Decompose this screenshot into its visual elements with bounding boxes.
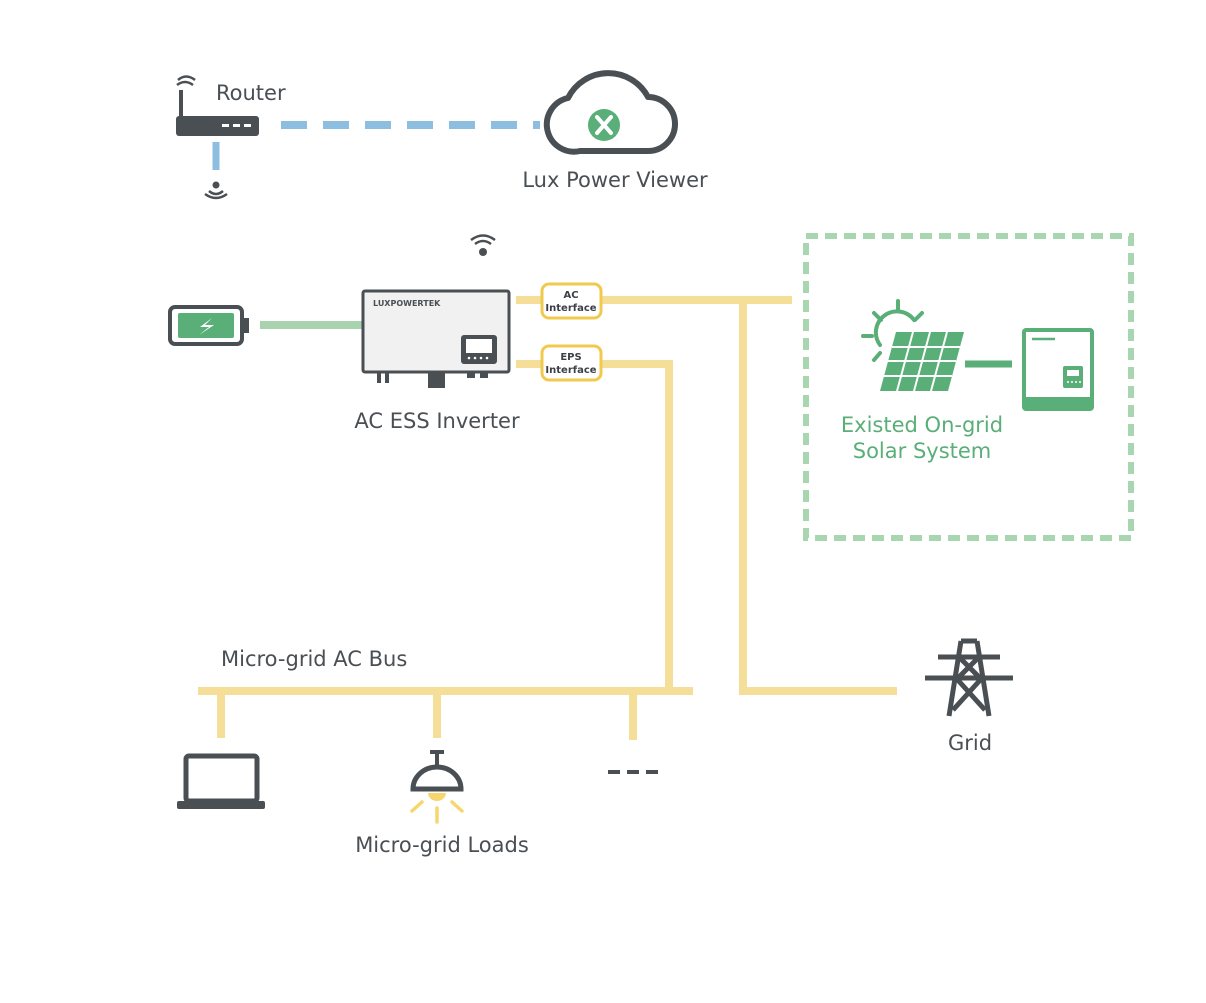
solar-system-boundary: [803, 233, 1134, 541]
router-icon: [176, 75, 259, 136]
ceiling-lamp-icon: [410, 750, 464, 824]
wifi-icon: [204, 181, 228, 200]
laptop-icon: [177, 753, 265, 809]
eps-interface-badge: EPS Interface: [540, 344, 603, 382]
cloud-icon: [543, 70, 678, 155]
eps-interface-line1: EPS: [560, 352, 581, 363]
ac-interface-line1: AC: [563, 290, 578, 301]
inverter-icon: LUXPOWERTEK: [361, 289, 511, 388]
eps-interface-line2: Interface: [545, 365, 596, 376]
inverter-brand-text: LUXPOWERTEK: [373, 299, 441, 308]
viewer-label: Lux Power Viewer: [522, 168, 708, 192]
transmission-tower-icon: [925, 638, 1013, 717]
ongrid-inverter-icon: [1022, 328, 1094, 411]
ac-interface-line2: Interface: [545, 303, 596, 314]
solar-system-label-1: Existed On-grid: [841, 413, 1003, 437]
bus-label: Micro-grid AC Bus: [221, 647, 407, 671]
battery-icon: [168, 305, 249, 346]
router-label: Router: [216, 81, 286, 105]
inverter-label: AC ESS Inverter: [354, 409, 520, 433]
solar-panel-icon: [880, 331, 964, 392]
ac-interface-badge: AC Interface: [540, 282, 603, 320]
power-lines: [198, 296, 897, 740]
wifi-icon: [470, 234, 496, 256]
grid-label: Grid: [948, 731, 992, 755]
solar-system-label-2: Solar System: [853, 439, 992, 463]
loads-label: Micro-grid Loads: [355, 833, 529, 857]
sun-icon: [861, 299, 924, 362]
